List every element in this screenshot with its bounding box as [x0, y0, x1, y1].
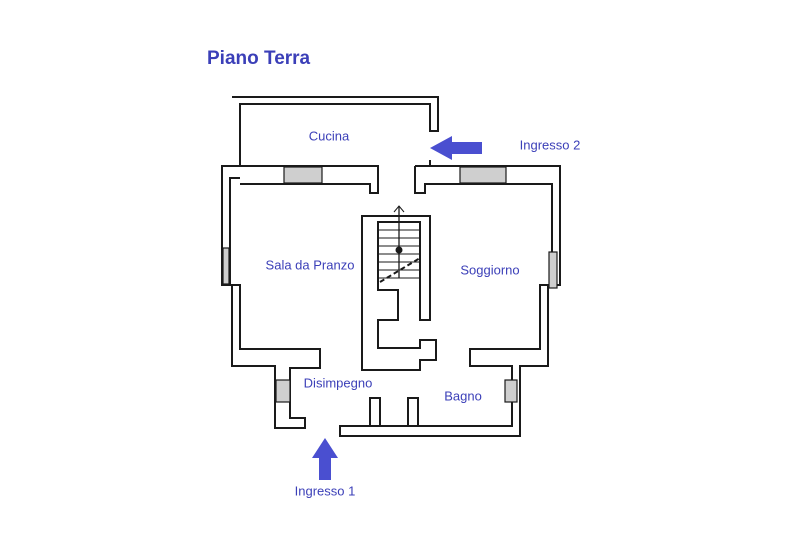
entrance-label-2: Ingresso 2 — [519, 137, 581, 153]
window-south-west — [275, 379, 291, 403]
entrance-label-1: Ingresso 1 — [294, 483, 356, 499]
room-label-cucina: Cucina — [308, 128, 350, 144]
page-title: Piano Terra — [207, 48, 311, 69]
wall-bath — [369, 397, 419, 427]
stair-block — [361, 215, 437, 371]
wall-kitchen-south — [240, 165, 379, 194]
window-kitchen — [283, 166, 323, 184]
window-south-east — [504, 379, 518, 403]
room-label-sala: Sala da Pranzo — [265, 257, 355, 273]
windows — [222, 166, 558, 403]
room-label-bagno: Bagno — [444, 388, 482, 404]
staircase — [378, 205, 421, 283]
window-west — [222, 247, 230, 285]
room-label-soggiorno: Soggiorno — [460, 262, 520, 278]
arrow-up-icon — [312, 438, 338, 480]
wall-outer-west — [221, 96, 439, 429]
room-label-disimpegno: Disimpegno — [303, 375, 373, 391]
arrow-left-icon — [430, 136, 482, 160]
window-living-north — [459, 166, 507, 184]
window-east — [548, 251, 558, 289]
